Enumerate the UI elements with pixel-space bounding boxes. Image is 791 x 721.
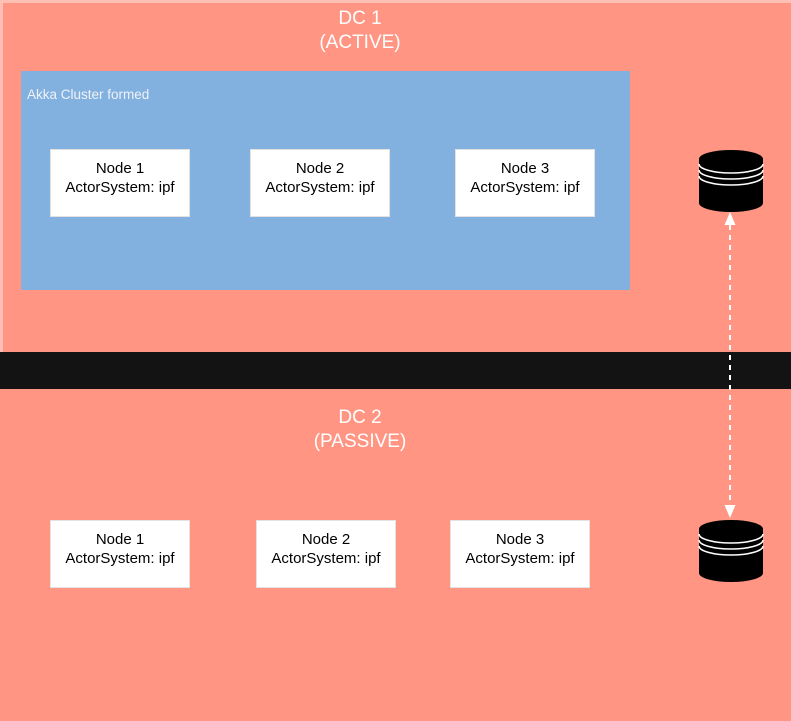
dc1-node-3: Node 3 ActorSystem: ipf [455,149,595,217]
dc1-title-line2: (ACTIVE) [319,32,401,53]
dc1-title: DC 1 (ACTIVE) [210,7,510,55]
node-name: Node 2 [295,160,345,177]
node-actorsystem: ActorSystem: ipf [465,550,575,567]
node-actorsystem: ActorSystem: ipf [271,550,381,567]
dc2-title-line1: DC 2 [338,407,382,428]
node-name: Node 1 [95,160,145,177]
dc2-node-3: Node 3 ActorSystem: ipf [450,520,590,588]
dc-separator-band [0,352,791,389]
dc1-node-1: Node 1 ActorSystem: ipf [50,149,190,217]
node-name: Node 3 [500,160,550,177]
node-actorsystem: ActorSystem: ipf [65,179,175,196]
dc2-node-1: Node 1 ActorSystem: ipf [50,520,190,588]
node-name: Node 1 [95,531,145,548]
dc2-title: DC 2 (PASSIVE) [210,406,510,454]
dashed-double-arrow-icon [722,212,738,518]
node-actorsystem: ActorSystem: ipf [470,179,580,196]
database-icon [698,148,764,214]
node-name: Node 2 [301,531,351,548]
node-actorsystem: ActorSystem: ipf [65,550,175,567]
dc2-node-2: Node 2 ActorSystem: ipf [256,520,396,588]
dc1-node-2: Node 2 ActorSystem: ipf [250,149,390,217]
database-icon [698,518,764,584]
akka-cluster-label: Akka Cluster formed [27,87,150,102]
node-name: Node 3 [495,531,545,548]
dc1-title-line1: DC 1 [338,8,382,29]
dc2-title-line2: (PASSIVE) [313,431,407,452]
node-actorsystem: ActorSystem: ipf [265,179,375,196]
